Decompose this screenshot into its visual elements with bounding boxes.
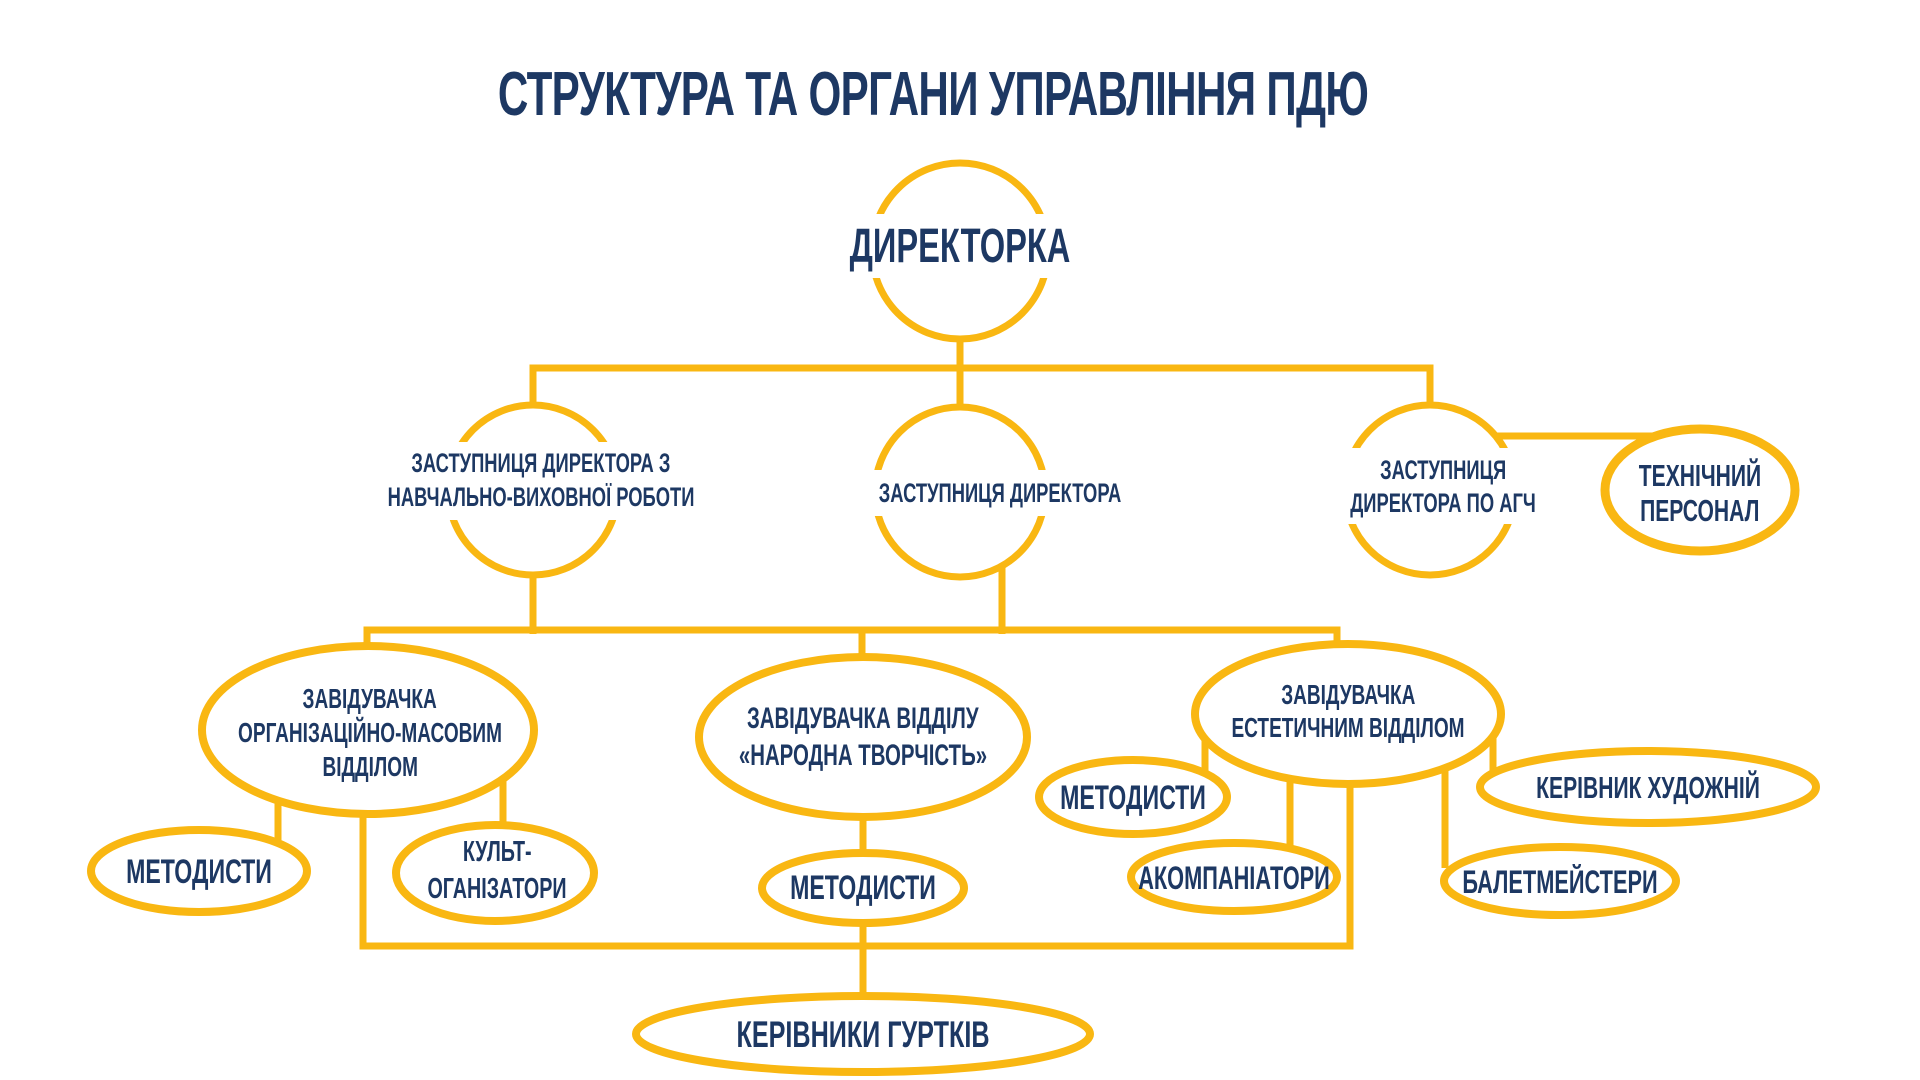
cult-org-ellipse <box>392 821 598 925</box>
node-org-mass-label: ЗАВІДУВАЧКА ОРГАНІЗАЦІЙНО-МАСОВИМ ВІДДІЛ… <box>238 683 502 782</box>
page-title: СТРУКТУРА ТА ОРГАНИ УПРАВЛІННЯ ПДЮ <box>497 60 1369 129</box>
node-deputy-label: ЗАСТУПНИЦЯ ДИРЕКТОРА <box>878 478 1122 508</box>
node-methodists-left-label: МЕТОДИСТИ <box>126 853 272 891</box>
ballet-masters-ellipse <box>1440 843 1680 919</box>
accompanists-ellipse <box>1127 839 1341 915</box>
deputy-edu-mask <box>348 442 734 520</box>
connector-bottom-bar <box>359 778 1354 950</box>
node-art-director-label: КЕРІВНИК ХУДОЖНІЙ <box>1536 770 1760 805</box>
node-methodists-right-label: МЕТОДИСТИ <box>1060 779 1206 817</box>
node-circle-leaders-label: КЕРІВНИКИ ГУРТКІВ <box>736 1014 990 1055</box>
art-director-ellipse <box>1476 747 1820 827</box>
node-deputy-edu-label: ЗАСТУПНИЦЯ ДИРЕКТОРА З НАВЧАЛЬНО-ВИХОВНО… <box>387 448 695 512</box>
node-esthetic-label: ЗАВІДУВАЧКА ЕСТЕТИЧНИМ ВІДДІЛОМ <box>1231 679 1465 743</box>
deputy-mask <box>847 470 1153 516</box>
esthetic-ellipse <box>1191 640 1505 788</box>
node-director-label: ДИРЕКТОРКА <box>849 220 1071 273</box>
circle-leaders-ellipse <box>632 992 1094 1076</box>
methodists-left-ellipse <box>87 826 311 916</box>
node-methodists-mid-label: МЕТОДИСТИ <box>790 869 936 907</box>
connector-level1-bar <box>529 364 1434 405</box>
tech-staff-ellipse <box>1600 424 1800 556</box>
folk-ellipse <box>695 653 1031 821</box>
org-mass-ellipse <box>198 642 538 818</box>
node-accompanists-label: АКОМПАНІАТОРИ <box>1138 860 1330 896</box>
methodists-mid-ellipse <box>758 849 968 927</box>
director-mask <box>825 214 1095 278</box>
node-folk-label: ЗАВІДУВАЧКА ВІДДІЛУ «НАРОДНА ТВОРЧІСТЬ» <box>738 702 988 772</box>
deputy-agch-mask <box>1319 448 1567 524</box>
node-deputy-agch-label: ЗАСТУПНИЦЯ ДИРЕКТОРА ПО АГЧ <box>1350 455 1536 518</box>
node-ballet-masters-label: БАЛЕТМЕЙСТЕРИ <box>1462 864 1658 900</box>
methodists-right-ellipse <box>1035 756 1231 838</box>
node-tech-staff-label: ТЕХНІЧНИЙ ПЕРСОНАЛ <box>1638 458 1762 528</box>
node-cult-org-label: КУЛЬТ- ОГАНІЗАТОРИ <box>427 836 567 905</box>
